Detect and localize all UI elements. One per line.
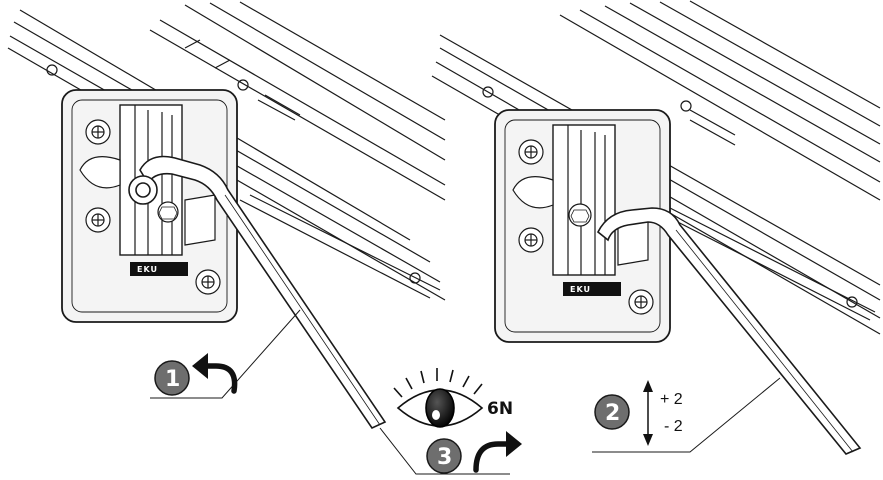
step-2-badge: 2	[594, 394, 630, 430]
rail-screw	[46, 64, 58, 76]
rail-screw	[846, 296, 858, 308]
svg-text:1: 1	[165, 367, 180, 392]
mechanism-body	[552, 124, 616, 276]
plate-screw	[85, 119, 111, 145]
step-3-badge: 3	[426, 438, 462, 474]
plate-screw	[195, 269, 221, 295]
leader-line	[150, 309, 301, 399]
rotate-ccw-arrow-icon	[192, 353, 238, 394]
brand-logo: EKU	[570, 285, 591, 294]
brand-logo: EKU	[137, 265, 158, 274]
adjust-minus-label: - 2	[664, 418, 683, 435]
leader-line	[592, 377, 781, 453]
rotate-cw-arrow-icon	[473, 431, 522, 473]
rail-screw	[482, 86, 494, 98]
brand-logo-strip	[130, 262, 188, 276]
leader-line	[379, 427, 510, 475]
rail-screw	[680, 100, 692, 112]
hex-key	[596, 207, 862, 455]
eye-icon	[393, 368, 484, 428]
right-panel: EKU	[431, 0, 881, 455]
plate-screw	[628, 289, 654, 315]
plate-screw	[518, 139, 544, 165]
torque-label: 6N	[487, 399, 513, 419]
step-1-badge: 1	[154, 360, 190, 396]
up-down-arrow-icon	[643, 380, 653, 446]
brand-logo-strip	[563, 282, 621, 296]
plate-screw	[85, 207, 111, 233]
eye-indicator: 6N	[393, 368, 513, 428]
left-panel: EKU	[7, 1, 446, 430]
plate-screw	[518, 227, 544, 253]
rail-screw	[237, 79, 249, 91]
rail-screw	[409, 272, 421, 284]
adjust-plus-label: + 2	[660, 391, 683, 408]
hex-key	[128, 155, 387, 430]
svg-text:2: 2	[605, 401, 620, 426]
svg-text:3: 3	[437, 445, 452, 470]
